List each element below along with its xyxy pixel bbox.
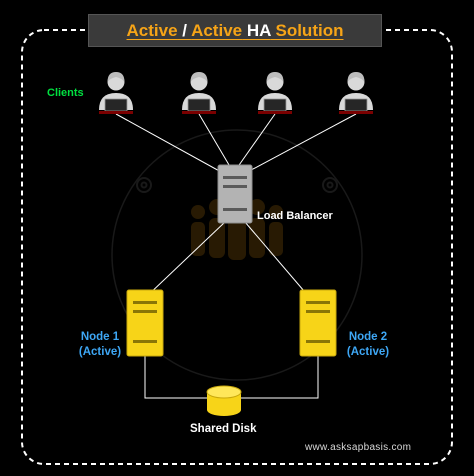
title-banner: Active / Active HA Solution [88,14,382,47]
link-client1-lb [115,113,233,179]
connection-lines [115,113,357,399]
load-balancer-label: Load Balancer [257,210,333,222]
link-lb-node2 [244,221,311,299]
client-user-icon [98,71,134,115]
node1-status: (Active) [78,346,122,358]
node1-label: Node 1 (Active) [72,330,128,360]
client-user-icon [338,71,374,115]
gear-icon [322,177,338,193]
node2-label: Node 2 (Active) [340,330,396,360]
watermark-logo [111,129,363,381]
page-title: Active / Active HA Solution [127,21,344,41]
load-balancer-icon [217,164,253,224]
shared-disk-label: Shared Disk [190,423,257,435]
client-user-icon [181,71,217,115]
node1-server-icon [126,289,164,357]
link-client2-lb [198,113,233,171]
link-node1-disk [144,354,207,399]
node1-name: Node 1 [80,331,120,343]
title-separator: / [177,20,192,40]
shared-disk-icon [206,385,242,416]
website-url: www.asksapbasis.com [305,442,412,453]
gear-icon [136,177,152,193]
node2-status: (Active) [346,346,390,358]
link-client3-lb [236,113,276,169]
clients-label: Clients [47,87,84,99]
link-client4-lb [239,113,357,177]
title-part-active-1: Active [126,20,178,40]
node2-name: Node 2 [348,331,388,343]
link-node2-disk [241,354,319,399]
title-part-solution: Solution [270,20,344,40]
node2-server-icon [299,289,337,357]
title-part-active-2: Active [191,20,243,40]
title-part-ha: HA [242,20,271,40]
client-user-icon [257,71,293,115]
link-lb-node1 [144,221,226,299]
